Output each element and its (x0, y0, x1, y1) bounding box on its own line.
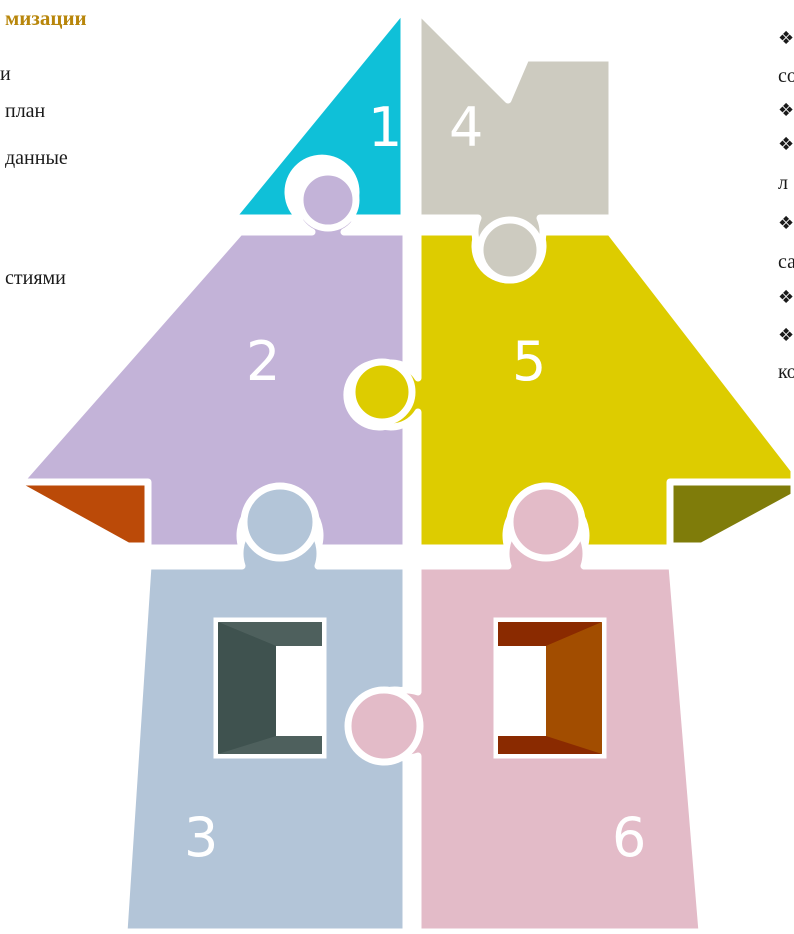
tab-2-to-5 (352, 362, 412, 422)
piece-label-2: 2 (246, 330, 280, 393)
right-window-pane (498, 646, 546, 736)
piece-label-4: 4 (449, 96, 483, 159)
right-eave (670, 482, 794, 546)
piece-label-6: 6 (612, 806, 646, 869)
tab-5-to-4 (480, 220, 540, 280)
tab-5-to-6 (510, 486, 582, 558)
left-eave (12, 482, 148, 546)
piece-label-3: 3 (184, 806, 218, 869)
piece-label-1: 1 (368, 96, 402, 159)
tab-1-to-2 (300, 172, 356, 228)
tab-3-to-6 (348, 690, 420, 762)
tab-2-to-3 (244, 486, 316, 558)
piece-label-5: 5 (512, 330, 546, 393)
left-window-pane (276, 646, 322, 736)
